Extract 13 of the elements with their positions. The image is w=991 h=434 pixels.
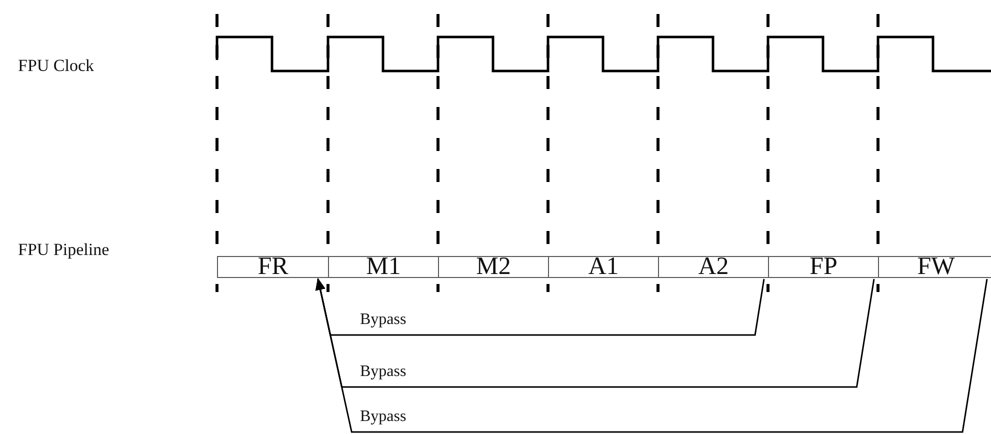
edge-label: Bypass: [358, 408, 408, 426]
pipeline-stage-cell: A2: [658, 256, 768, 278]
pipeline-stage-cell: FR: [217, 256, 328, 278]
bypass-arrow: [315, 278, 988, 433]
edge-label: Bypass: [358, 363, 408, 381]
pipeline-stage-cell: FW: [878, 256, 991, 278]
pipeline-stage-cell: A1: [548, 256, 658, 278]
signal-label: FPU Clock: [18, 56, 94, 76]
pipeline-stage-cell: M1: [328, 256, 438, 278]
signal-label: FPU Pipeline: [18, 240, 110, 260]
edge-label: Bypass: [358, 311, 408, 329]
pipeline-stage-cell: FP: [768, 256, 878, 278]
pipeline-stage-cell: M2: [438, 256, 548, 278]
